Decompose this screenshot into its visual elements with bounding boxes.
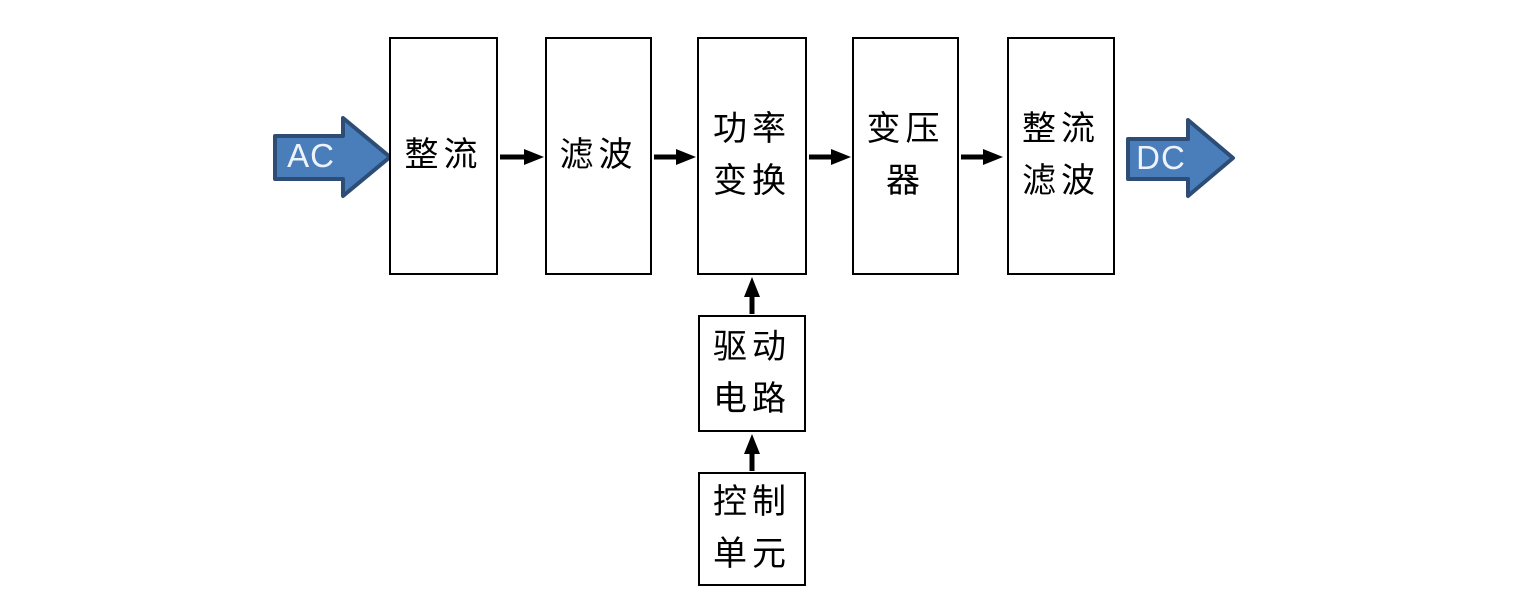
block-drive-circuit: 驱动 电路 (698, 315, 806, 432)
connector-filter-to-power-conversion (654, 149, 696, 165)
connector-rectifier-to-filter (500, 149, 544, 165)
block-transformer: 变压 器 (852, 37, 959, 275)
block-filter: 滤波 (545, 37, 652, 275)
block-power-conversion: 功率 变换 (697, 37, 807, 275)
dc-output-label: DC (1136, 139, 1186, 176)
ac-input-label: AC (287, 137, 335, 174)
connector-control-unit-to-drive-circuit (744, 434, 760, 471)
block-control-unit: 控制 单元 (698, 472, 806, 586)
connector-power-conversion-to-transformer (809, 149, 851, 165)
block-rectifier-filter: 整流 滤波 (1007, 37, 1115, 275)
ac-input-arrow-icon (273, 116, 392, 198)
connector-drive-circuit-to-power-conversion (744, 277, 760, 314)
dc-output-arrow-icon (1126, 118, 1235, 198)
block-rectifier: 整流 (389, 37, 498, 275)
connector-transformer-to-rectifier-filter (961, 149, 1003, 165)
